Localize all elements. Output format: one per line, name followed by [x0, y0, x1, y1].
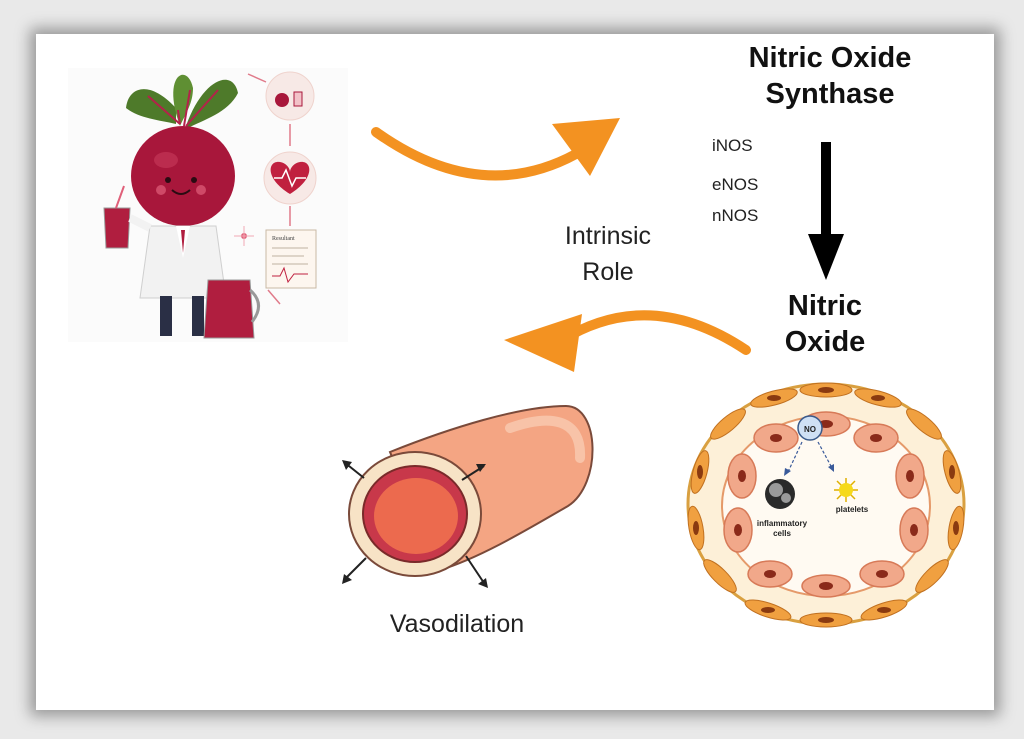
- no-bubble-label: NO: [804, 425, 816, 434]
- dilated-vessel-illustration: [342, 404, 594, 588]
- inflammatory-cells-line2: cells: [773, 529, 791, 538]
- vessel-cross-section: NO inflammatory cells platelets: [686, 382, 966, 628]
- document-heading: Resultant: [272, 236, 295, 242]
- curved-arrow-to-synthase: [371, 118, 620, 181]
- beetroot-illustration: Resultant: [68, 68, 348, 342]
- vasodilation-label: Vasodilation: [389, 610, 525, 638]
- product-line2: Oxide: [784, 326, 866, 358]
- product-line1: Nitric: [787, 290, 863, 322]
- curved-arrow-to-vasodilation: [504, 310, 751, 372]
- isoform-inos: iNOS: [712, 136, 753, 155]
- role-line1: Intrinsic: [564, 222, 652, 250]
- role-line2: Role: [582, 258, 634, 286]
- platelets-label: platelets: [836, 505, 869, 514]
- isoform-nnos: nNOS: [712, 206, 759, 225]
- isoform-enos: eNOS: [712, 175, 759, 194]
- inflammatory-cells-line1: inflammatory: [757, 519, 808, 528]
- enzyme-title-line1: Nitric Oxide: [748, 42, 912, 74]
- down-arrow: [808, 142, 844, 280]
- enzyme-title-line2: Synthase: [765, 78, 895, 110]
